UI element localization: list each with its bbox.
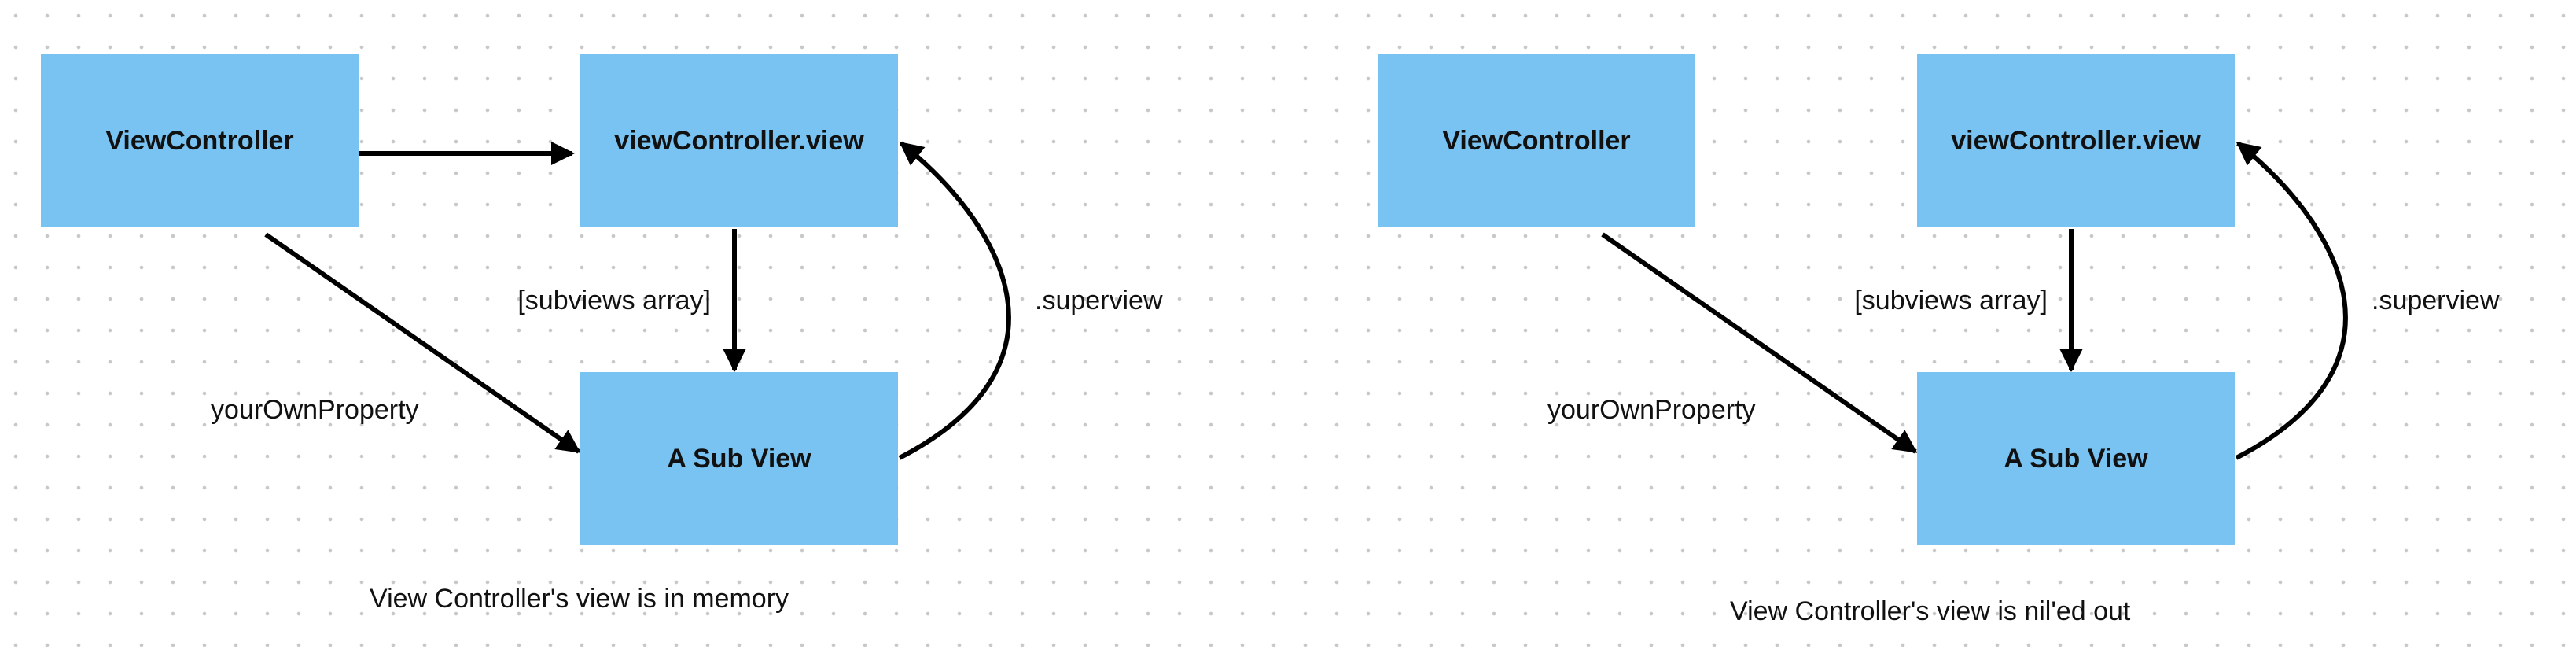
superview-label: .superview [2372,286,2500,315]
own-property-label: yourOwnProperty [211,395,419,425]
superview-label: .superview [1035,286,1163,315]
diagram-caption: View Controller's view is nil'ed out [1730,596,2131,626]
subviews-array-label: [subviews array] [1854,286,2048,315]
vc-view-node[interactable]: viewController.view [1917,54,2235,227]
subviews-array-label: [subviews array] [517,286,711,315]
vc-view-node[interactable]: viewController.view [580,54,898,227]
own-property-arrow[interactable] [1601,232,1918,454]
superview-arrow[interactable] [2235,141,2348,460]
sub-view-node[interactable]: A Sub View [580,372,898,545]
diagram-caption: View Controller's view is in memory [370,584,789,614]
diagram-left [264,141,1011,460]
own-property-label: yourOwnProperty [1547,395,1756,425]
superview-arrow[interactable] [898,141,1011,460]
sub-view-node[interactable]: A Sub View [1917,372,2235,545]
diagram-right [1601,141,2348,460]
view-controller-node[interactable]: ViewController [41,54,359,227]
view-controller-node[interactable]: ViewController [1378,54,1695,227]
own-property-arrow[interactable] [264,232,581,454]
